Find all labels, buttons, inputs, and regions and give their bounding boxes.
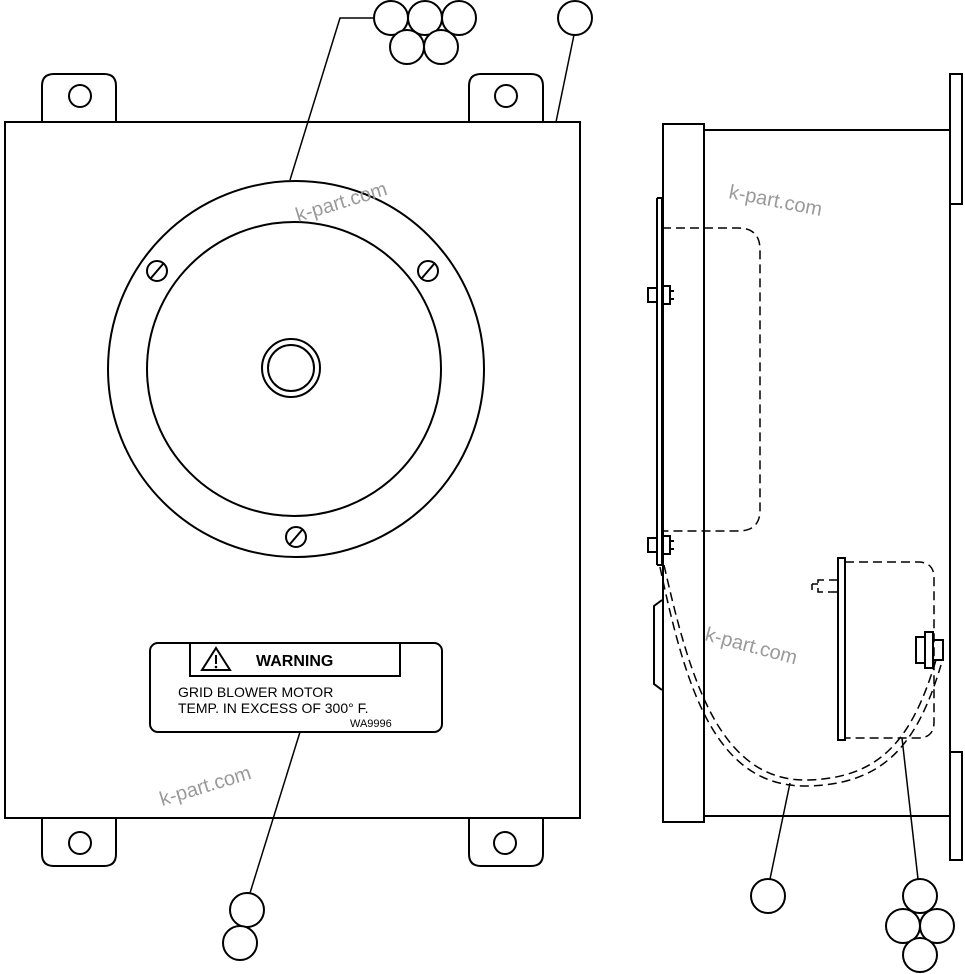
mounting-tab-bottom-right (468, 818, 544, 867)
mounting-tab-top-left (41, 73, 117, 122)
motor-flange-outer (107, 180, 485, 558)
side-mounting-flange-top (949, 73, 963, 205)
callout-bubble-cable (750, 878, 786, 914)
warning-heading: WARNING (256, 653, 333, 670)
motor-shaft-outer (261, 338, 321, 398)
callout-bubble-group-warning-label (222, 892, 265, 961)
callout-bubble-group-junction-box (885, 878, 955, 973)
junction-box-plate (837, 557, 846, 741)
watermark: k-part.com (703, 624, 800, 670)
side-bolt-bottom (647, 535, 674, 555)
watermark: k-part.com (293, 178, 390, 227)
watermark: k-part.com (157, 762, 254, 811)
warning-text-line2: TEMP. IN EXCESS OF 300° F. (178, 700, 369, 716)
leader-line-cable (769, 782, 791, 880)
side-view (647, 73, 963, 973)
flange-screw-left (146, 260, 168, 282)
leader-line-flange (289, 17, 374, 181)
flange-screw-bottom (285, 526, 307, 548)
side-lower-bracket (653, 599, 663, 691)
hidden-motor-outline (662, 227, 761, 532)
callout-bubble-group-flange (373, 0, 477, 65)
front-view: WARNING GRID BLOWER MOTOR TEMP. IN EXCES… (4, 0, 593, 961)
side-mounting-flange-bottom (949, 751, 963, 861)
flange-screw-right (417, 260, 439, 282)
mounting-hole-bottom-left (68, 831, 92, 855)
hidden-junction-box (845, 561, 935, 739)
mounting-tab-bottom-left (41, 818, 117, 867)
side-bolt-top (647, 285, 674, 305)
mounting-tab-top-right (468, 73, 544, 122)
warning-text-line1: GRID BLOWER MOTOR (178, 684, 333, 700)
cable-upper (663, 564, 937, 781)
leader-line-junction-box (901, 737, 919, 880)
warning-header-box (189, 642, 401, 677)
leader-line-housing (555, 29, 576, 123)
cable-lower (659, 566, 942, 787)
motor-housing (4, 121, 581, 819)
warning-label: WARNING GRID BLOWER MOTOR TEMP. IN EXCES… (149, 642, 443, 733)
motor-flange-inner (146, 221, 442, 517)
mounting-hole-top-left (68, 84, 92, 108)
watermark: k-part.com (727, 181, 824, 221)
leader-line-warning-label (249, 731, 301, 894)
mounting-hole-bottom-right (493, 831, 517, 855)
warning-triangle-icon (200, 646, 232, 671)
side-body (703, 129, 951, 817)
mounting-hole-top-right (494, 84, 518, 108)
motor-shaft-inner (267, 344, 315, 392)
junction-box-stud (817, 579, 838, 593)
callout-bubble-housing (557, 0, 593, 36)
side-connector (915, 631, 944, 669)
warning-part-number: WA9996 (350, 718, 392, 730)
